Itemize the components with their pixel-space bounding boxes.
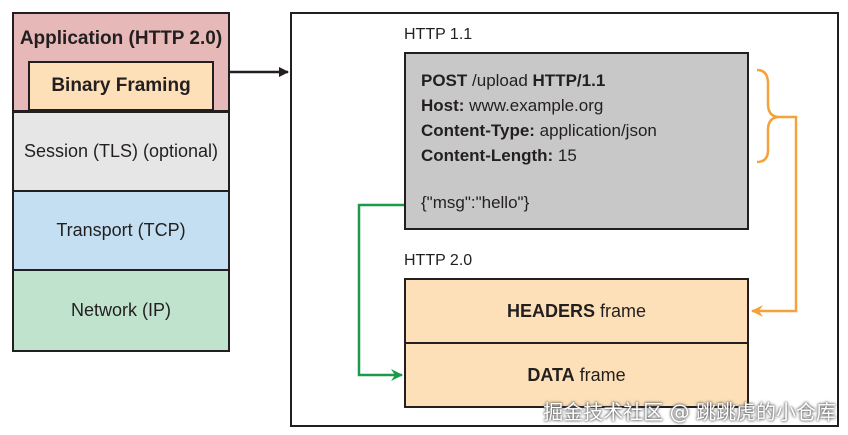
headers-arrow	[751, 115, 798, 317]
data-frame: DATA frame	[404, 342, 749, 408]
binary-framing-layer: Binary Framing	[28, 61, 214, 111]
headers-frame: HEADERS frame	[404, 278, 749, 344]
body-arrow	[357, 203, 404, 381]
http11-request: POST /upload HTTP/1.1 Host: www.example.…	[404, 52, 749, 230]
headers-brace	[756, 68, 779, 164]
host-header-line: Host: www.example.org	[421, 96, 604, 115]
session-layer: Session (TLS) (optional)	[12, 111, 230, 192]
data-frame-type: DATA	[527, 364, 575, 385]
headers-frame-type: HEADERS	[506, 300, 595, 321]
http2-label: HTTP 2.0	[404, 252, 473, 269]
network-layer-label: Network (IP)	[70, 300, 171, 320]
headers-frame-word: frame	[600, 300, 647, 321]
transport-layer-label: Transport (TCP)	[56, 220, 186, 240]
network-layer: Network (IP)	[12, 269, 230, 352]
http11-label: HTTP 1.1	[404, 26, 473, 43]
content-type-line: Content-Type: application/json	[421, 121, 657, 140]
request-body: {"msg":"hello"}	[421, 193, 530, 212]
request-line: POST /upload HTTP/1.1	[421, 71, 606, 90]
watermark: 掘金技术社区 @ 跳跳虎的小仓库	[543, 400, 836, 424]
session-layer-label: Session (TLS) (optional)	[23, 141, 219, 161]
application-layer-label: Application (HTTP 2.0)	[19, 28, 223, 49]
data-frame-word: frame	[579, 364, 626, 385]
content-length-line: Content-Length: 15	[421, 146, 577, 165]
binary-framing-label: Binary Framing	[51, 75, 191, 96]
